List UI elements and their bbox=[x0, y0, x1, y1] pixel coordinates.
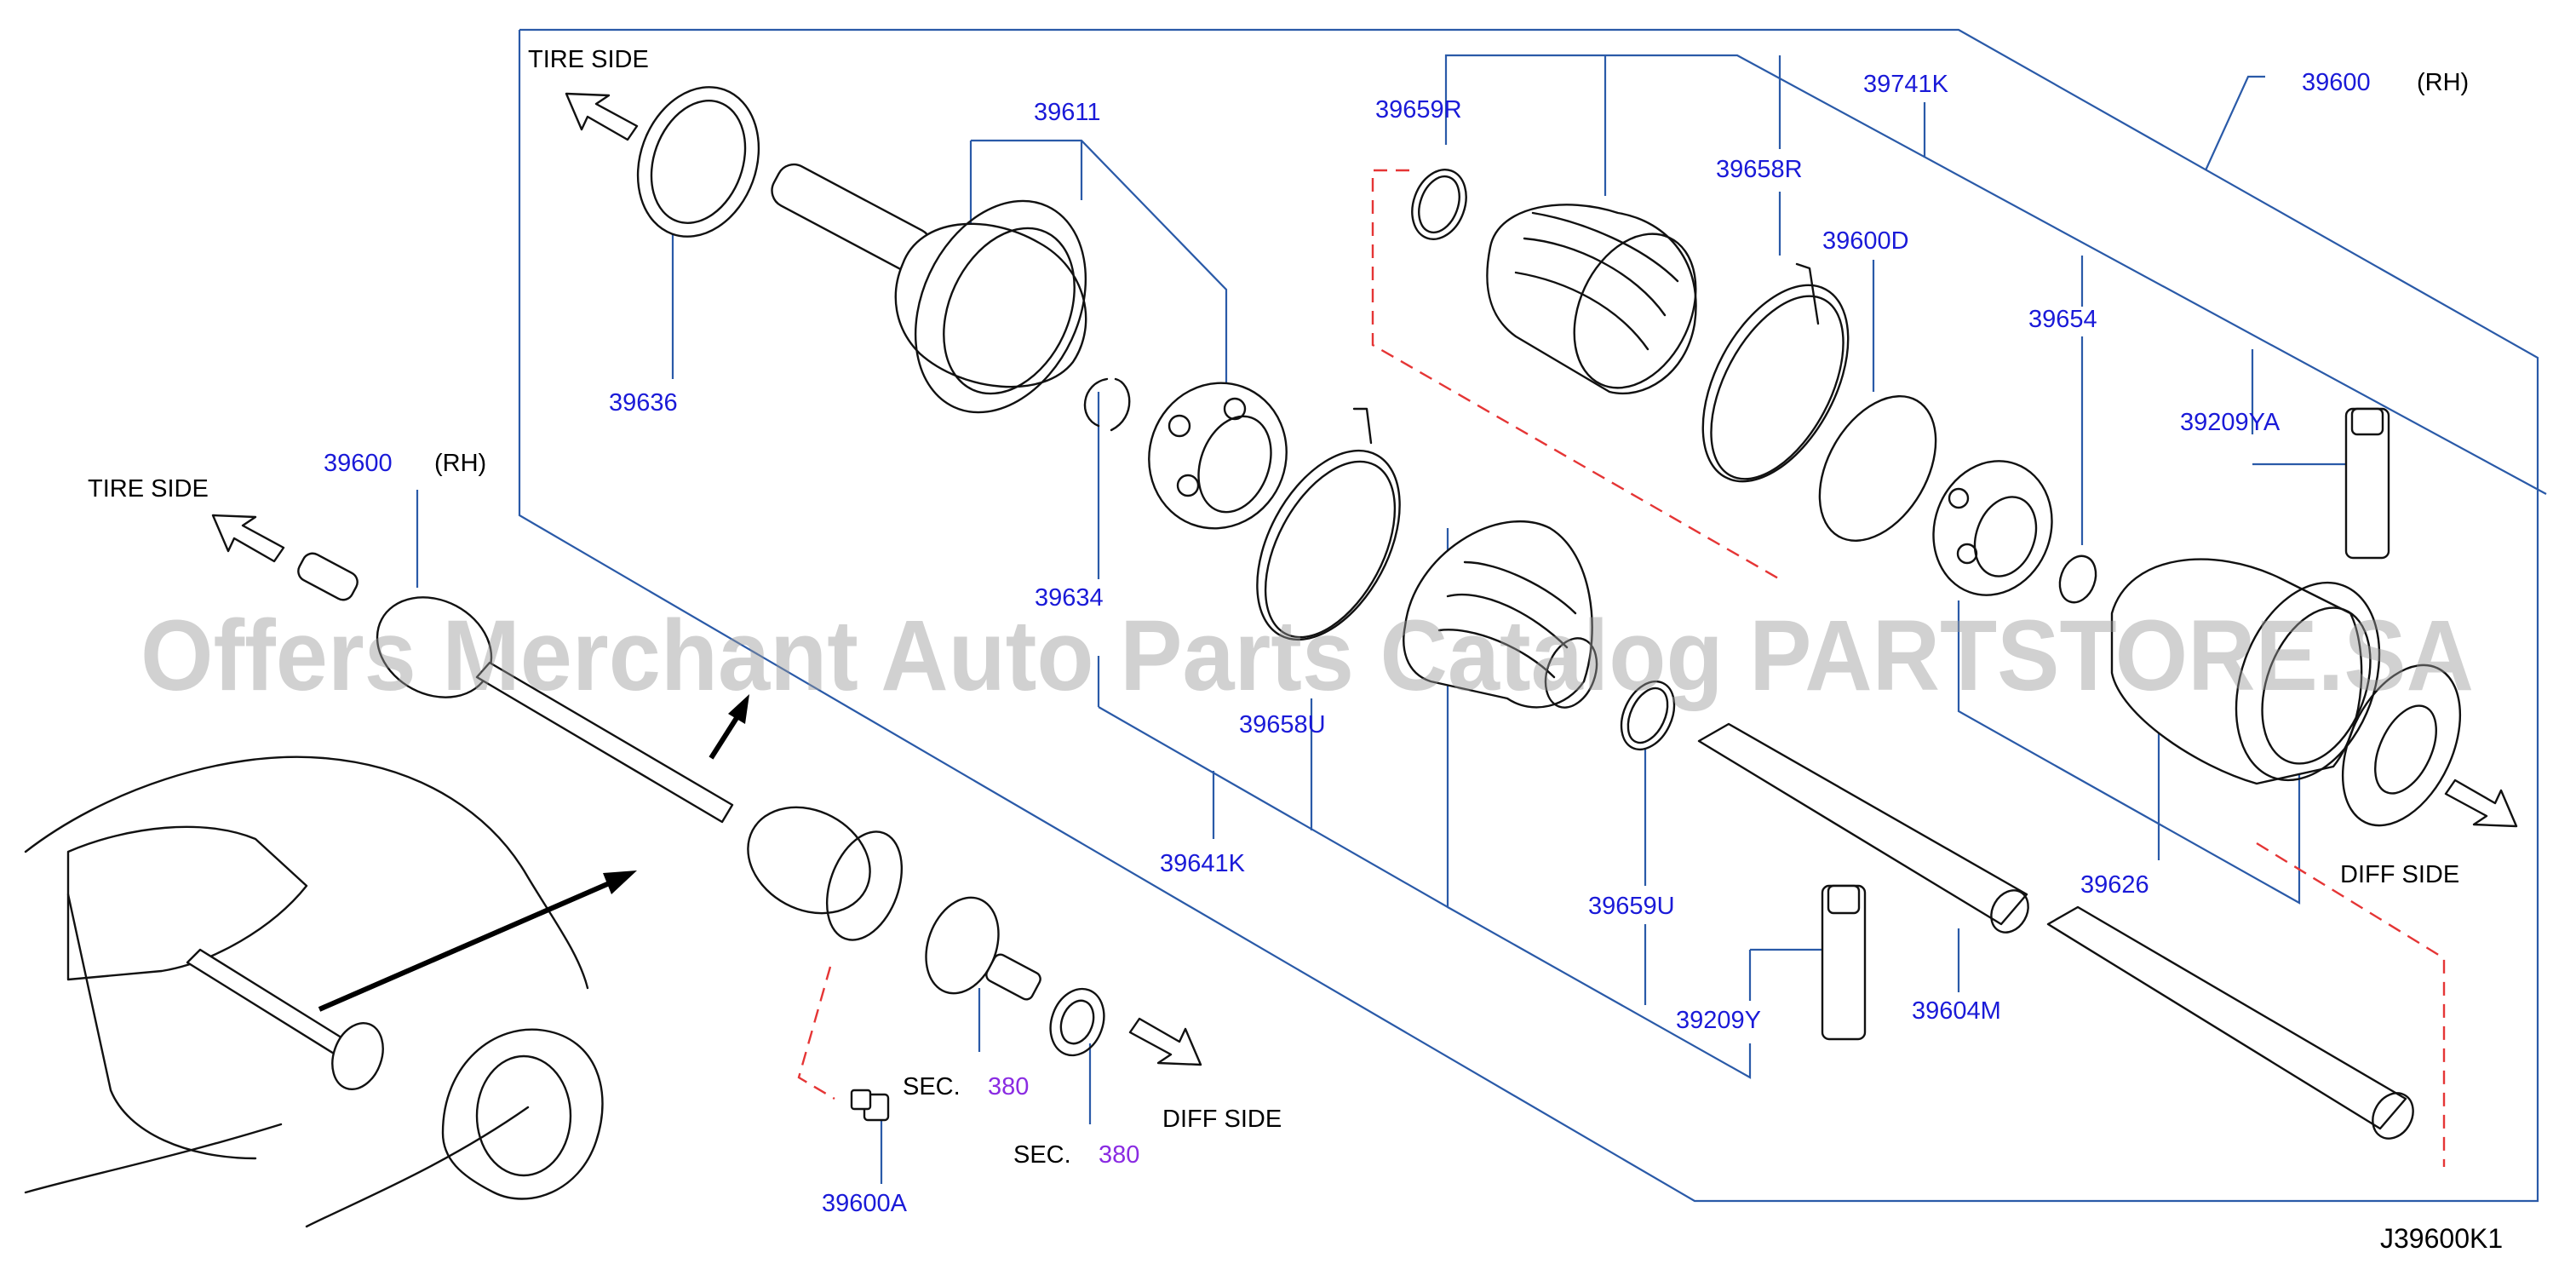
part-39604M-shaft[interactable] bbox=[1697, 722, 2421, 1146]
part-39641K-boot[interactable] bbox=[1403, 520, 1605, 715]
tire-side-label-top: TIRE SIDE bbox=[528, 46, 649, 73]
part-39209Y-grease[interactable] bbox=[1821, 884, 1867, 1041]
arrow-tire-side-left bbox=[211, 514, 285, 563]
watermark-text: Offers Merchant Auto Parts Catalog PARTS… bbox=[141, 600, 2474, 712]
part-39209YA-grease[interactable] bbox=[2344, 407, 2390, 560]
part-inner-cage[interactable] bbox=[1128, 364, 1306, 548]
part-39634-circlip[interactable] bbox=[1083, 377, 1131, 432]
arrow-tire-side-top bbox=[565, 92, 639, 141]
callout-39741K[interactable]: 39741K bbox=[1863, 71, 1949, 98]
part-inner-race[interactable] bbox=[1915, 445, 2071, 612]
callout-39600-main-rh: (RH) bbox=[2417, 69, 2469, 96]
part-boot-upper[interactable] bbox=[1486, 204, 1719, 407]
assembly-frame bbox=[518, 28, 2539, 1203]
part-39658R-band[interactable] bbox=[1673, 261, 1879, 505]
part-39636-seal[interactable] bbox=[617, 70, 778, 254]
sec-ref-380-1[interactable]: 380 bbox=[988, 1073, 1029, 1100]
part-39626-housing[interactable] bbox=[2110, 558, 2405, 801]
callout-39659R[interactable]: 39659R bbox=[1375, 96, 1462, 124]
arrow-vehicle-pointer bbox=[318, 870, 637, 1012]
part-39611-outer-joint[interactable] bbox=[766, 158, 1118, 440]
callout-39600-small[interactable]: 39600 bbox=[324, 450, 393, 477]
tire-side-label-left: TIRE SIDE bbox=[88, 475, 209, 503]
callout-39600-small-rh: (RH) bbox=[434, 450, 486, 477]
part-39654-circlip[interactable] bbox=[2054, 551, 2103, 607]
callout-39641K[interactable]: 39641K bbox=[1160, 850, 1246, 877]
callout-39209Y[interactable]: 39209Y bbox=[1676, 1007, 1761, 1034]
arrow-diff-side-right bbox=[2444, 779, 2518, 828]
part-39659U-clamp[interactable] bbox=[1611, 673, 1684, 758]
part-39658U-band[interactable] bbox=[1228, 407, 1429, 664]
leader-lines bbox=[416, 54, 2547, 1184]
sec-ref-380-2[interactable]: 380 bbox=[1099, 1141, 1139, 1169]
assembled-shaft-view[interactable] bbox=[295, 550, 1113, 1122]
sec-label-2: SEC. bbox=[1013, 1141, 1071, 1169]
arrow-diff-side-left bbox=[1128, 1017, 1202, 1066]
callout-39600D[interactable]: 39600D bbox=[1822, 227, 1909, 255]
callout-39636[interactable]: 39636 bbox=[609, 389, 678, 417]
part-39659R-clamp[interactable] bbox=[1403, 162, 1475, 246]
callout-39634[interactable]: 39634 bbox=[1035, 584, 1104, 612]
part-39600D-snap-ring[interactable] bbox=[1796, 376, 1959, 560]
callout-39600A[interactable]: 39600A bbox=[822, 1190, 908, 1217]
reference-dashes bbox=[797, 169, 2446, 1167]
arrow-up-indicator bbox=[709, 694, 749, 760]
callout-39604M[interactable]: 39604M bbox=[1912, 997, 2001, 1025]
part-seal-diff[interactable] bbox=[2319, 646, 2483, 844]
callout-39658R[interactable]: 39658R bbox=[1716, 156, 1803, 183]
callout-39626[interactable]: 39626 bbox=[2080, 871, 2149, 899]
diagram-code: J39600K1 bbox=[2380, 1223, 2503, 1254]
callout-39654[interactable]: 39654 bbox=[2028, 306, 2097, 333]
callout-39659U[interactable]: 39659U bbox=[1588, 893, 1675, 920]
callout-39209YA[interactable]: 39209YA bbox=[2180, 409, 2281, 436]
sec-label-1: SEC. bbox=[903, 1073, 961, 1100]
vehicle-sketch bbox=[24, 756, 604, 1228]
diff-side-label-left: DIFF SIDE bbox=[1162, 1106, 1282, 1133]
diff-side-label-right: DIFF SIDE bbox=[2340, 861, 2459, 888]
callout-39658U[interactable]: 39658U bbox=[1239, 711, 1326, 738]
callout-39600-main[interactable]: 39600 bbox=[2302, 69, 2371, 96]
callout-39611[interactable]: 39611 bbox=[1034, 99, 1101, 126]
